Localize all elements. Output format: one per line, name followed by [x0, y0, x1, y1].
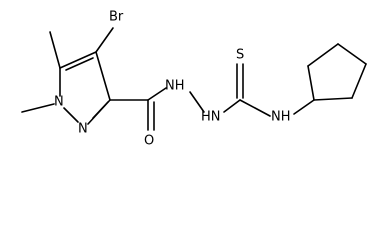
- bond-nh-cyclopentyl: [293, 99, 315, 115]
- bond-hn-thiocarbonyl: [223, 99, 241, 113]
- bond-n1-n2: [63, 107, 79, 123]
- structure-canvas: Br N N NH HN S O NH: [21, 10, 367, 149]
- atom-n2: N: [78, 122, 88, 137]
- bond-c5-c4-inner: [65, 57, 94, 71]
- bond-c4-br: [95, 27, 114, 53]
- bond-n1-methyl: [21, 103, 55, 113]
- bond-cp-5: [313, 97, 353, 101]
- bond-cp-3: [337, 43, 367, 65]
- atom-nh-amide: NH: [165, 79, 185, 94]
- bond-c5-methyl: [49, 31, 61, 69]
- bond-nh-hn: [189, 91, 205, 113]
- atom-nh-cyclopentyl: NH: [271, 110, 291, 125]
- bond-thiocarbonyl-nh: [239, 99, 271, 117]
- atom-n1: N: [54, 95, 64, 110]
- molecule-structure: Br N N NH HN S O NH: [21, 10, 367, 149]
- atom-o: O: [144, 134, 154, 149]
- bond-c4-c5: [59, 51, 97, 69]
- bond-c3-c4: [95, 51, 111, 101]
- atom-br: Br: [109, 10, 124, 25]
- bond-n2-c3-inner: [92, 101, 109, 119]
- bond-cp-4: [351, 63, 367, 99]
- atom-hn-hydrazide: HN: [201, 110, 221, 125]
- bond-cp-2: [307, 43, 339, 67]
- bond-cp-1: [307, 65, 315, 101]
- atom-s: S: [236, 48, 244, 63]
- bond-carbonyl-nh: [147, 87, 167, 101]
